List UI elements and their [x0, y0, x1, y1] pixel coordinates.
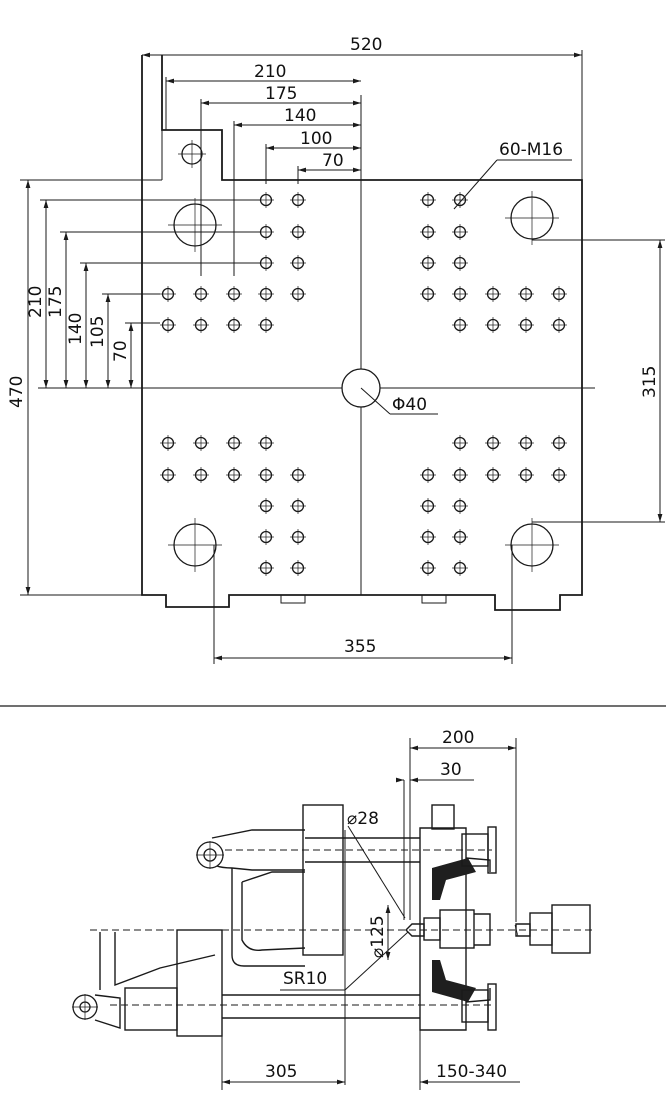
dim-315: 315 — [640, 366, 660, 398]
tie-bar-nuts — [461, 826, 497, 1031]
toggle-link-upper — [196, 829, 306, 967]
dim-520: 520 — [350, 35, 382, 55]
bottom-pad-right — [421, 594, 447, 604]
thread-label: 60-M16 — [499, 140, 563, 160]
dim-100-top: 100 — [300, 129, 332, 149]
dim-355: 355 — [344, 637, 376, 657]
bottom-dimension: 355 — [213, 545, 513, 664]
toggle-link-lower — [72, 929, 223, 1037]
injection-unit — [514, 904, 591, 954]
tie-bars — [222, 830, 420, 1085]
platen-ear-outline — [142, 130, 163, 181]
dim-70-top: 70 — [322, 151, 344, 171]
platen-outline — [141, 55, 583, 611]
dim-105-left: 105 — [88, 316, 108, 348]
dim-210-top: 210 — [254, 62, 286, 82]
dim-28: ⌀28 — [347, 809, 379, 829]
dim-175-top: 175 — [265, 84, 297, 104]
moving-platen — [302, 804, 344, 956]
dim-125: ⌀125 — [368, 915, 388, 958]
platen-view: Φ40 60-M16 520 210 175 140 — [7, 35, 665, 664]
dim-150-340: 150-340 — [436, 1062, 507, 1082]
dim-30: 30 — [440, 760, 462, 780]
fixed-platen — [419, 804, 491, 1031]
sr10-label: SR10 — [283, 969, 327, 989]
dim-470: 470 — [7, 376, 27, 408]
nozzle-assembly — [405, 909, 491, 949]
tie-bar-holes — [168, 191, 559, 572]
top-dimensions: 520 210 175 140 100 70 — [142, 35, 583, 276]
m16-thread-holes — [160, 192, 567, 576]
left-dimensions: 470 210 175 140 105 70 — [7, 179, 260, 596]
dim-140-left: 140 — [66, 313, 86, 345]
dim-200: 200 — [442, 728, 474, 748]
dim-140-top: 140 — [284, 106, 316, 126]
dim-70-left: 70 — [111, 340, 131, 362]
right-dimension: 315 — [532, 239, 665, 523]
center-hole-leader — [360, 387, 391, 415]
dim-210-left: 210 — [26, 286, 46, 318]
center-hole-label: Φ40 — [392, 395, 427, 415]
side-view: 200 30 — [72, 728, 596, 1090]
dim-175-left: 175 — [46, 286, 66, 318]
thread-leader — [453, 159, 498, 210]
dim-305: 305 — [265, 1062, 297, 1082]
bottom-pad-left — [280, 594, 306, 604]
